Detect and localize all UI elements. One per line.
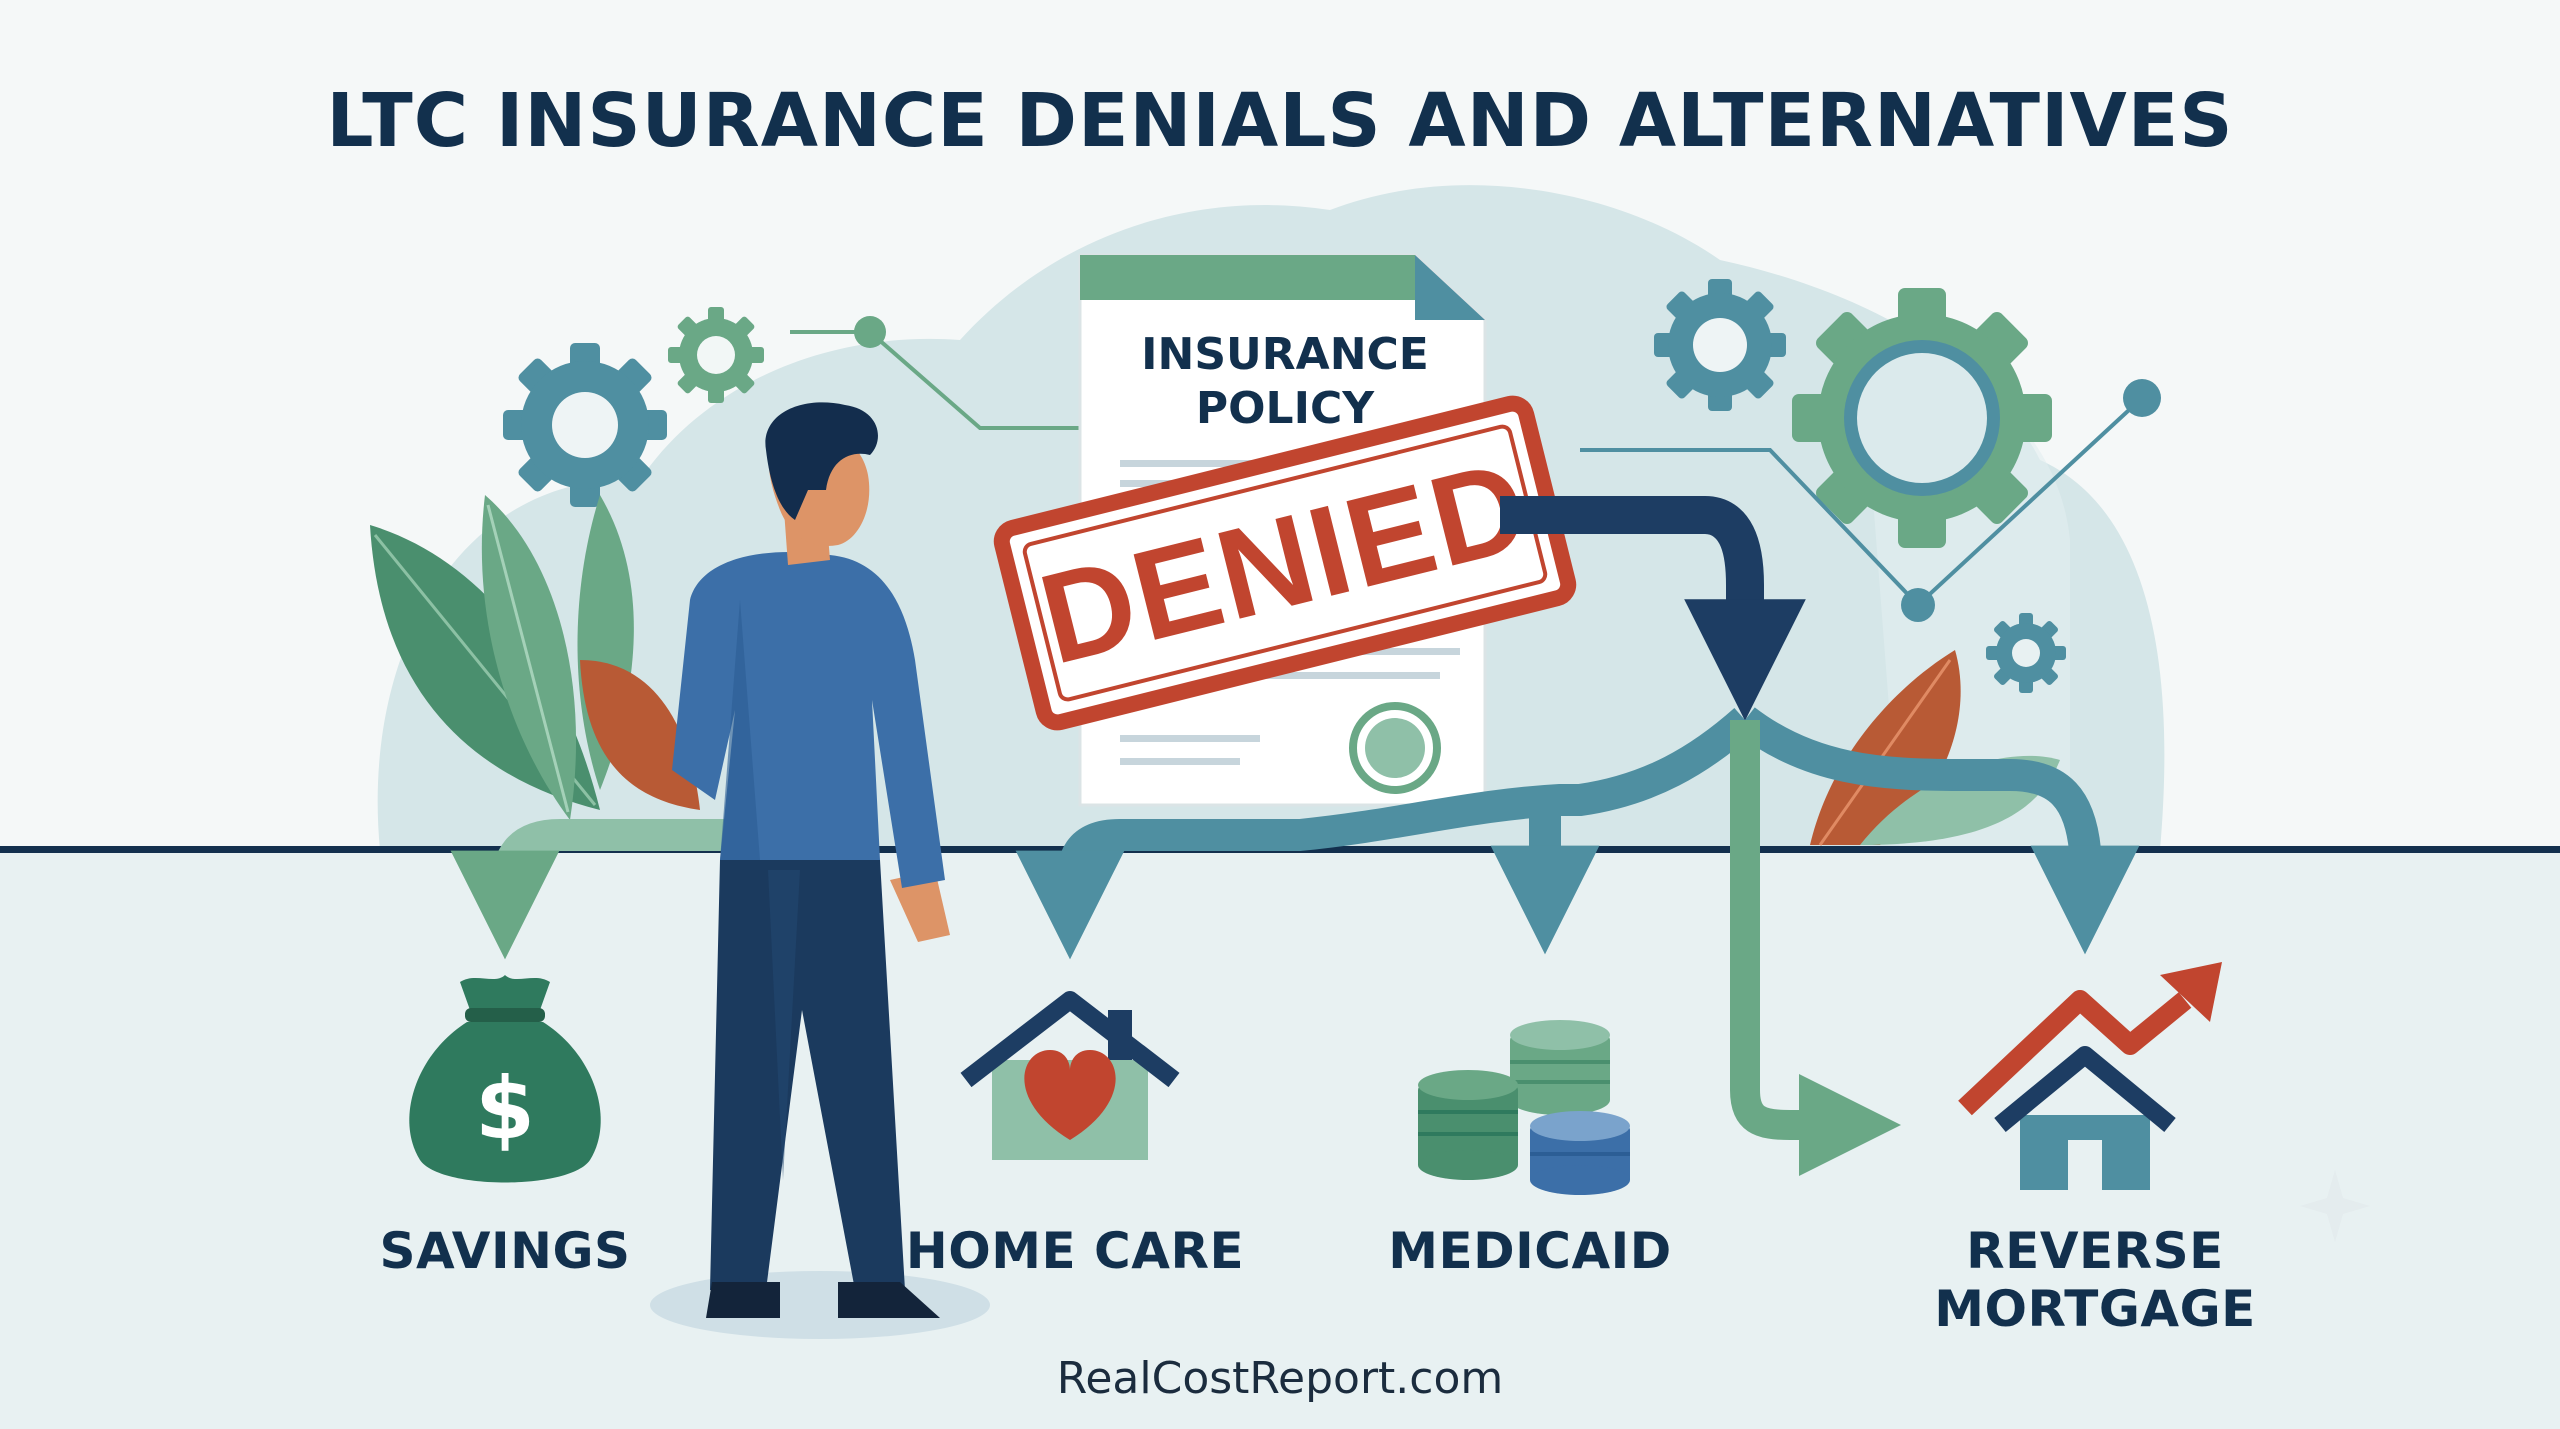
document-title-line1: INSURANCE [1141, 329, 1429, 380]
gear-icon [503, 343, 667, 507]
arrow-to-reverse-mortgage [1735, 707, 2140, 955]
svg-text:$: $ [475, 1059, 535, 1159]
alternative-label-home-care: HOME CARE [905, 1222, 1245, 1280]
alternative-label-reverse-mortgage: REVERSE MORTGAGE [1880, 1222, 2310, 1338]
gear-icon [1654, 279, 1786, 411]
reverse-mortgage-line2: MORTGAGE [1934, 1280, 2256, 1338]
gear-icon [668, 307, 764, 403]
coin-stacks-icon [1418, 1020, 1630, 1195]
leaf-icon [370, 495, 700, 820]
person-figure [650, 402, 990, 1339]
sparkle-icon [2300, 1170, 2370, 1242]
house-heart-icon [960, 991, 1180, 1160]
alternative-label-savings: SAVINGS [379, 1222, 631, 1280]
alternative-label-medicaid: MEDICAID [1388, 1222, 1672, 1280]
money-bag-icon: $ [409, 975, 601, 1183]
gear-icon [1792, 288, 2052, 548]
arrow-green-lower [1730, 720, 1902, 1177]
gear-icon [1986, 613, 2066, 693]
arrow-to-home-care [1015, 708, 1756, 960]
page-title: LTC INSURANCE DENIALS AND ALTERNATIVES [326, 78, 2234, 164]
footer-site-name: RealCostReport.com [1056, 1353, 1504, 1404]
house-rising-arrow-icon [1958, 962, 2222, 1190]
reverse-mortgage-line1: REVERSE [1966, 1222, 2224, 1280]
main-arrow [1500, 496, 1806, 721]
document-title-line2: POLICY [1195, 383, 1375, 434]
seal-icon [1349, 702, 1441, 794]
arrow-to-savings [450, 819, 760, 960]
document-title: INSURANCE POLICY [1080, 328, 1490, 436]
